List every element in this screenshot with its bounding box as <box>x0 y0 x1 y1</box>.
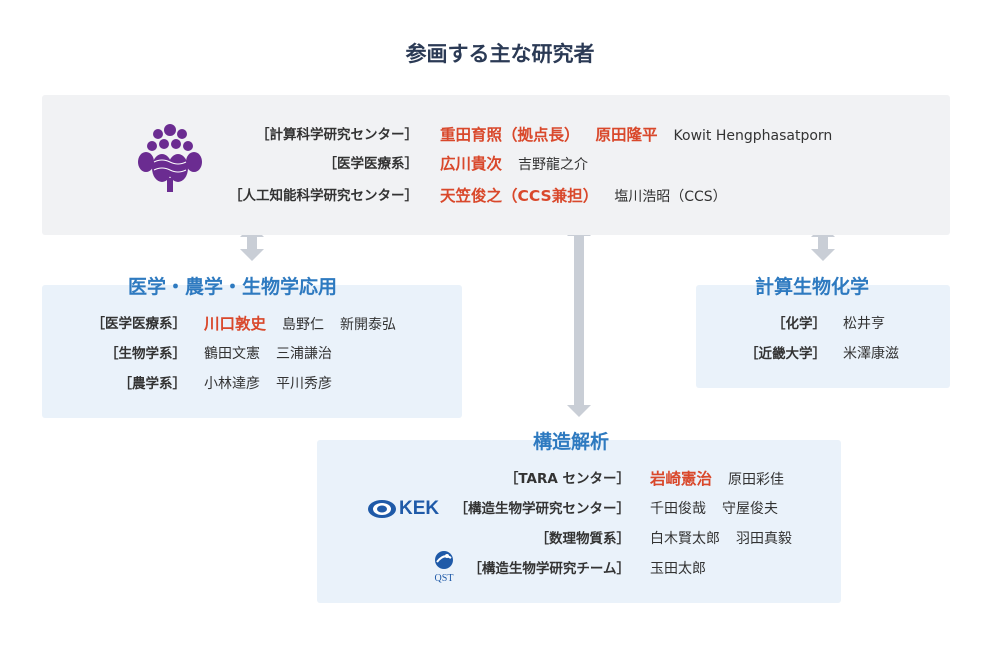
chem-dept-label: ［近畿大学］ <box>745 346 826 362</box>
bio-dept-label: ［生物学系］ <box>105 346 186 362</box>
struct-dept-label: ［構造生物学研究センター］ <box>454 501 631 517</box>
top-researchers: 重田育照（拠点長） 原田隆平 Kowit Hengphasatporn <box>440 123 848 148</box>
researcher-name: 吉野龍之介 <box>518 157 589 173</box>
page-title: 参画する主な研究者 <box>405 42 595 66</box>
lead-researcher-name: 川口敦史 <box>204 315 267 333</box>
chem-researchers: 松井亨 <box>843 312 901 336</box>
researcher-name: 鶴田文憲 <box>204 346 260 362</box>
bio-researchers: 川口敦史島野仁新開泰弘 <box>204 312 412 337</box>
researcher-name: 白木賢太郎 <box>650 531 720 547</box>
researcher-name: 平川秀彦 <box>276 376 332 392</box>
top-researchers: 広川貴次吉野龍之介 <box>440 152 604 177</box>
chem-researchers: 米澤康滋 <box>843 342 915 366</box>
chem-section-title: 計算生物化学 <box>755 276 870 298</box>
struct-dept-label: ［数理物質系］ <box>535 531 631 547</box>
struct-researchers: 白木賢太郎羽田真毅 <box>650 527 808 551</box>
struct-section-title: 構造解析 <box>533 431 610 453</box>
qst-logo-text: QST <box>434 573 454 584</box>
kek-logo-text: KEK <box>399 498 440 519</box>
struct-researchers: 玉田太郎 <box>650 557 722 581</box>
lead-researcher-name: 重田育照（拠点長） <box>440 126 580 144</box>
researcher-name: 三浦謙治 <box>276 346 332 362</box>
bio-researchers: 鶴田文憲三浦謙治 <box>204 342 348 366</box>
researcher-name: 原田彩佳 <box>728 472 785 488</box>
struct-panel <box>317 440 841 603</box>
bio-section-title: 医学・農学・生物学応用 <box>128 276 338 298</box>
struct-researchers: 岩崎憲治原田彩佳 <box>650 467 800 492</box>
lead-researcher-name: 岩崎憲治 <box>650 470 713 488</box>
qst-logo: QST <box>428 550 460 584</box>
qst-emblem-icon <box>435 551 453 569</box>
university-crest-icon <box>138 124 202 192</box>
lead-researcher-name: 原田隆平 <box>595 126 658 144</box>
top-dept-label: ［人工知能科学研究センター］ <box>229 188 418 204</box>
kek-emblem-icon <box>368 500 396 518</box>
lead-researcher-name: 広川貴次 <box>440 155 503 173</box>
researcher-name: 千田俊哉 <box>650 501 706 517</box>
researcher-name: 松井亨 <box>843 316 885 332</box>
researcher-name: Kowit Hengphasatporn <box>673 128 833 144</box>
researcher-name: 米澤康滋 <box>843 346 899 362</box>
bio-researchers: 小林達彦平川秀彦 <box>204 372 348 396</box>
researcher-name: 小林達彦 <box>204 376 260 392</box>
struct-dept-label: ［TARA センター］ <box>504 471 630 487</box>
researcher-name: 羽田真毅 <box>736 531 792 547</box>
top-researchers: 天笠俊之（CCS兼担） 塩川浩昭（CCS） <box>440 184 743 209</box>
researcher-name: 玉田太郎 <box>650 561 706 577</box>
bio-dept-label: ［医学医療系］ <box>91 316 187 332</box>
researcher-name: 新開泰弘 <box>340 317 397 333</box>
top-dept-label: ［医学医療系］ <box>323 156 419 172</box>
lead-researcher-name: 天笠俊之（CCS兼担） <box>440 187 599 205</box>
researcher-name: 島野仁 <box>282 317 325 333</box>
researcher-name: 塩川浩昭（CCS） <box>614 189 727 205</box>
researcher-name: 守屋俊夫 <box>722 501 778 517</box>
arrow-top-struct <box>567 224 591 417</box>
bio-panel <box>42 285 462 418</box>
chem-panel <box>696 285 950 388</box>
struct-researchers: 千田俊哉守屋俊夫 <box>650 497 794 521</box>
bio-dept-label: ［農学系］ <box>118 376 187 392</box>
kek-logo: KEK <box>367 498 439 520</box>
struct-dept-label: ［構造生物学研究チーム］ <box>468 561 630 577</box>
top-dept-label: ［計算科学研究センター］ <box>256 127 418 143</box>
chem-dept-label: ［化学］ <box>772 316 826 332</box>
